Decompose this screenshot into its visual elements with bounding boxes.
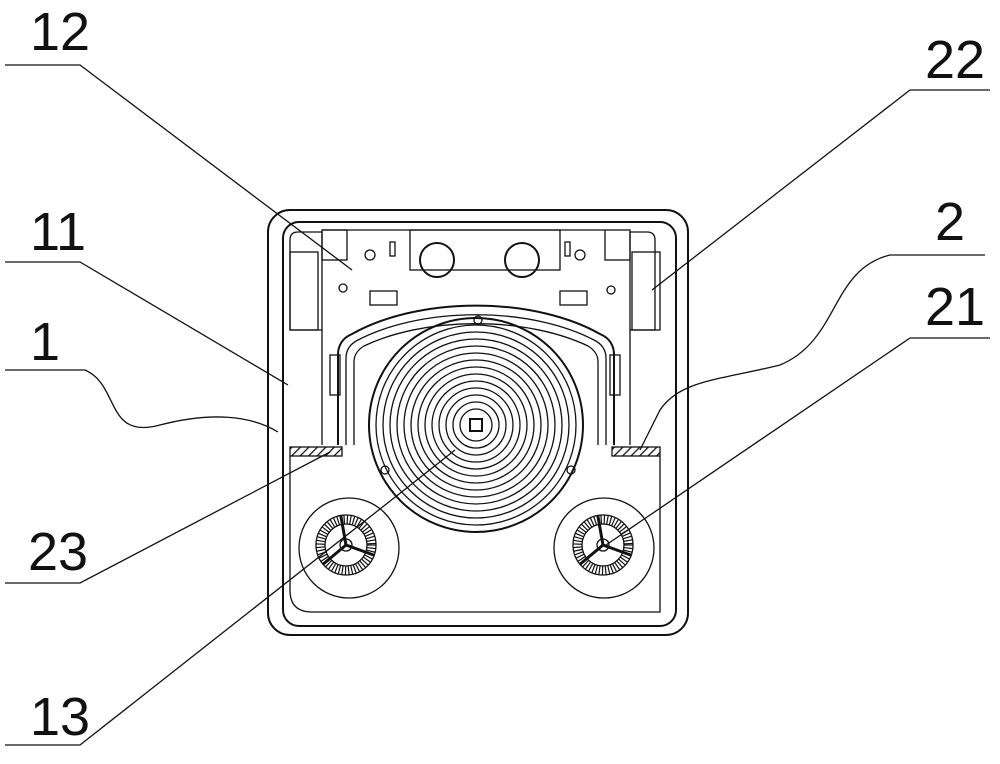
hatched-wall-left <box>290 447 342 456</box>
label-13: 13 <box>30 687 90 747</box>
label-1: 1 <box>30 312 60 372</box>
label-11: 11 <box>30 202 86 262</box>
coil-ring <box>460 409 492 441</box>
coil-ring <box>439 388 513 462</box>
label-23: 23 <box>28 522 88 582</box>
leader-21 <box>606 338 990 545</box>
coil-ring <box>376 325 576 525</box>
label-12: 12 <box>30 2 90 62</box>
spiral-coil <box>369 318 583 532</box>
rotor-right <box>573 515 633 575</box>
coil-ring <box>390 339 562 511</box>
leader-22 <box>652 90 990 290</box>
hatched-wall-right <box>612 447 660 456</box>
label-22: 22 <box>925 30 985 90</box>
top-plate <box>322 230 630 305</box>
coil-ring <box>425 374 527 476</box>
rotor-left <box>316 515 376 575</box>
coil-ring <box>432 381 520 469</box>
leader-1 <box>5 370 278 432</box>
coil-ring <box>397 346 555 504</box>
arch-channel <box>338 306 614 445</box>
label-2: 2 <box>935 192 965 252</box>
coil-ring <box>446 395 506 455</box>
label-21: 21 <box>925 277 985 337</box>
coil-center <box>470 419 482 431</box>
coil-ring <box>411 360 541 490</box>
